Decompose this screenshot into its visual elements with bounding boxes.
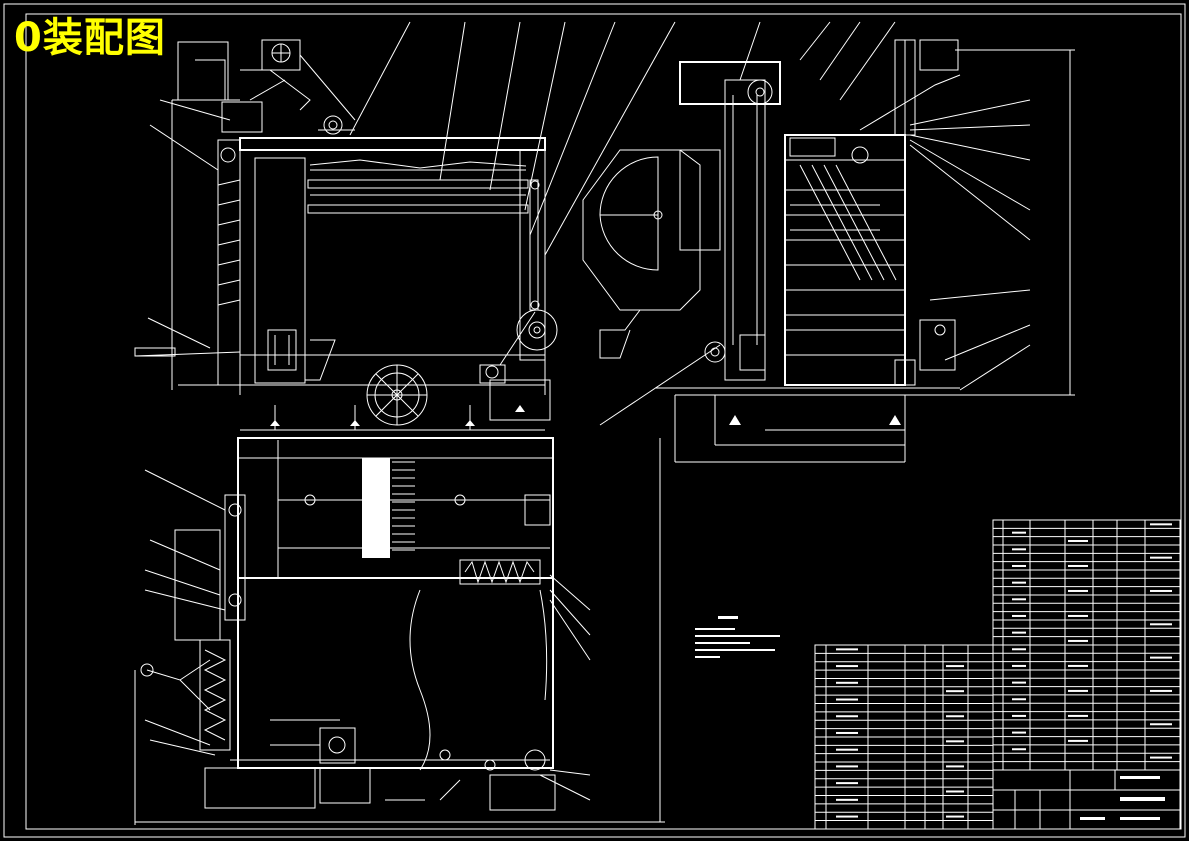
table-cell-mark [1068, 689, 1088, 692]
table-cell-mark [1068, 564, 1088, 567]
parts-list-table [814, 519, 1181, 830]
drawing-title: 0装配图 [14, 15, 166, 61]
table-cell-mark [1012, 631, 1026, 634]
table-cell-mark [1012, 648, 1026, 651]
table-cell-mark [946, 790, 964, 793]
table-cell-mark [1012, 581, 1026, 584]
table-cell-mark [836, 731, 858, 734]
table-cell-mark [1150, 523, 1172, 526]
table-cell-mark [1150, 589, 1172, 592]
table-cell-mark [836, 782, 858, 785]
top-view [134, 437, 665, 825]
inner-border [25, 13, 1182, 830]
table-cell-mark [946, 665, 964, 668]
table-cell-mark [1068, 739, 1088, 742]
table-cell-mark [946, 740, 964, 743]
table-cell-mark [836, 665, 858, 668]
table-cell-mark [1012, 614, 1026, 617]
table-cell-mark [1150, 723, 1172, 726]
technical-notes [695, 616, 780, 658]
table-cell-mark [1012, 664, 1026, 667]
table-cell-mark [836, 648, 858, 651]
table-cell-mark [836, 681, 858, 684]
table-cell-mark [1012, 598, 1026, 601]
table-cell-mark [1150, 623, 1172, 626]
table-cell-mark [836, 798, 858, 801]
table-cell-mark [1068, 614, 1088, 617]
table-cell-mark [1012, 714, 1026, 717]
table-cell-mark [836, 698, 858, 701]
table-cell-mark [1012, 548, 1026, 551]
table-cell-mark [1012, 564, 1026, 567]
front-view [134, 21, 676, 431]
table-cell-mark [946, 815, 964, 818]
table-cell-mark [836, 715, 858, 718]
outer-border [3, 3, 1186, 838]
table-cell-mark [836, 815, 858, 818]
table-cell-mark [1150, 656, 1172, 659]
table-cell-mark [946, 690, 964, 693]
table-cell-mark [1012, 531, 1026, 534]
table-cell-mark [1068, 589, 1088, 592]
table-cell-mark [1012, 731, 1026, 734]
table-cell-mark [836, 748, 858, 751]
table-cell-mark [946, 765, 964, 768]
table-cell-mark [1012, 748, 1026, 751]
table-cell-mark [1012, 698, 1026, 701]
table-cell-mark [946, 715, 964, 718]
table-cell-mark [1068, 664, 1088, 667]
table-cell-mark [1150, 556, 1172, 559]
table-cell-mark [1068, 639, 1088, 642]
table-cell-mark [1150, 689, 1172, 692]
table-cell-mark [1012, 681, 1026, 684]
table-cell-mark [836, 765, 858, 768]
table-cell-mark [1068, 714, 1088, 717]
table-cell-mark [1150, 756, 1172, 759]
side-view [582, 21, 1075, 463]
table-cell-mark [1068, 539, 1088, 542]
